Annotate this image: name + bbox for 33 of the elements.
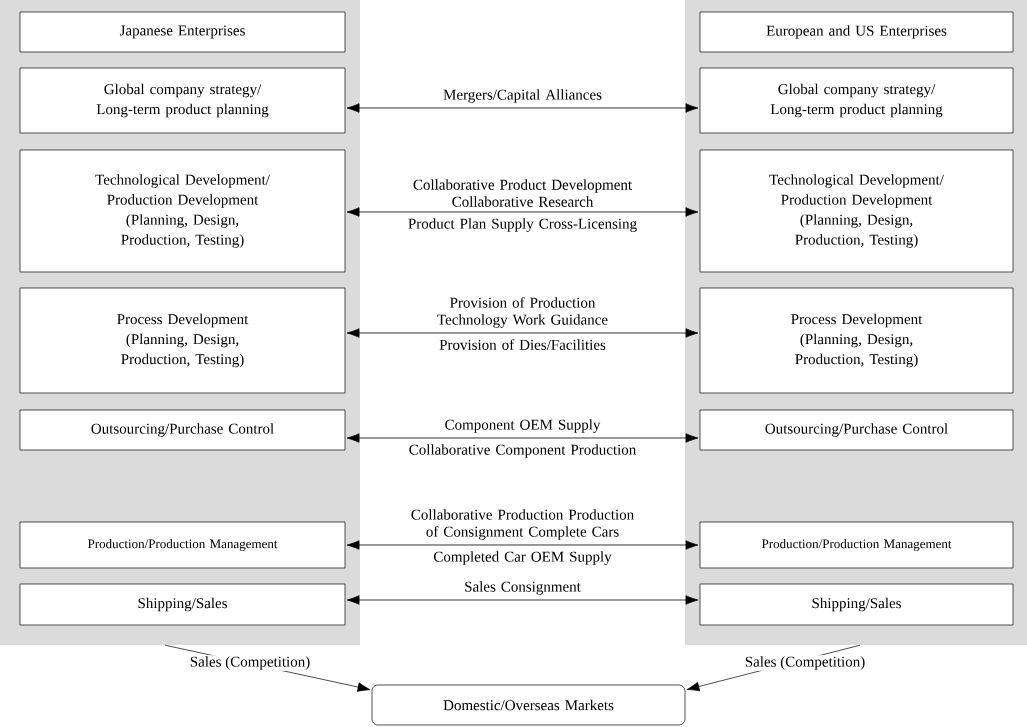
edge-label: Component OEM Supply xyxy=(445,419,601,433)
enterprise-box: Japanese Enterprises xyxy=(19,11,346,53)
note-text: Product Plan Supply Cross-Licensing xyxy=(408,218,637,232)
function-box: Production/Production Management xyxy=(19,521,346,569)
function-box: Outsourcing/Purchase Control xyxy=(699,409,1014,451)
edge-label: Collaborative Product Development Collaborative Research xyxy=(413,179,632,207)
double-arrow xyxy=(346,207,699,217)
edge-label: Collaborative Production Production of Consignment Complete Cars xyxy=(411,509,634,540)
function-box: Process Development (Planning, Design, Production, Testing) xyxy=(19,287,346,394)
double-arrow xyxy=(346,595,699,605)
double-arrow xyxy=(346,540,699,550)
double-arrow xyxy=(346,433,699,443)
function-box: Global company strategy/ Long-term product planning xyxy=(19,67,346,134)
note-text: Completed Car OEM Supply xyxy=(433,551,612,565)
function-box: Technological Development/ Production Development (Planning, Design, Production, Testing) xyxy=(699,149,1014,273)
note-text: Collaborative Component Production xyxy=(409,444,637,458)
edge-label: Sales Consignment xyxy=(465,581,581,595)
function-box: Technological Development/ Production Development (Planning, Design, Production, Testing) xyxy=(19,149,346,273)
edge-label: Mergers/Capital Alliances xyxy=(443,89,602,103)
edge-label: Provision of Production Technology Work Guidance xyxy=(437,297,608,328)
function-box: Global company strategy/ Long-term product planning xyxy=(699,67,1014,134)
function-box: Outsourcing/Purchase Control xyxy=(19,409,346,451)
enterprise-box: European and US Enterprises xyxy=(699,11,1014,53)
double-arrow xyxy=(346,328,699,338)
market-box: Domestic/Overseas Markets xyxy=(371,684,686,726)
function-box: Shipping/Sales xyxy=(19,583,346,626)
edge-label: Sales (Competition) xyxy=(745,656,865,670)
function-box: Production/Production Management xyxy=(699,521,1014,569)
edge-label: Sales (Competition) xyxy=(190,656,310,670)
double-arrow xyxy=(346,103,699,113)
function-box: Shipping/Sales xyxy=(699,583,1014,626)
note-text: Provision of Dies/Facilities xyxy=(439,339,606,350)
function-box: Process Development (Planning, Design, Production, Testing) xyxy=(699,287,1014,394)
